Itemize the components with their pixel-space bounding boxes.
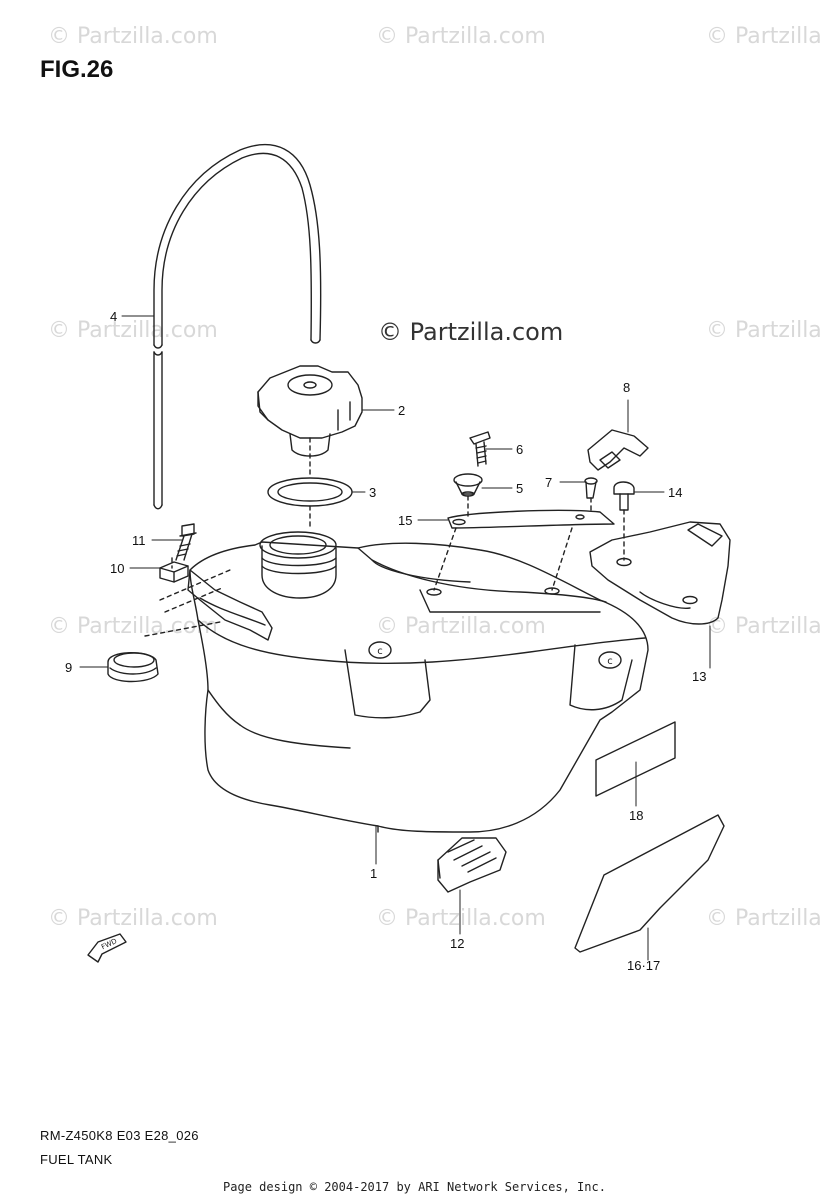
callout-4: 4 <box>110 309 118 324</box>
cushion-9 <box>107 652 159 683</box>
bracket-13 <box>589 521 731 625</box>
callout-7: 7 <box>545 475 553 490</box>
callout-9: 9 <box>65 660 73 675</box>
screw-14 <box>613 481 635 511</box>
callout-5: 5 <box>516 481 524 496</box>
gasket <box>267 477 353 507</box>
breather-hose <box>153 143 322 510</box>
assembly-guide-lines <box>171 437 625 591</box>
watermark: © Partzilla.com <box>48 24 218 49</box>
watermark: © Partzilla.com <box>48 318 218 343</box>
watermark: © Partzilla <box>706 614 822 639</box>
watermark: © Partzilla.com <box>48 614 218 639</box>
watermark: © Partzilla.com <box>376 906 546 931</box>
callout-3: 3 <box>369 485 377 500</box>
fuel-tank <box>187 531 649 833</box>
nut-10 <box>159 561 189 583</box>
grommet-5 <box>453 473 483 497</box>
callout-8: 8 <box>623 380 631 395</box>
watermark: © Partzilla <box>706 24 822 49</box>
bracket-dashes <box>144 569 231 637</box>
callout-12: 12 <box>450 936 465 951</box>
callout-11: 11 <box>132 533 146 548</box>
model-code: RM-Z450K8 E03 E28_026 <box>40 1128 199 1143</box>
footer-copyright: Page design © 2004-2017 by ARI Network S… <box>223 1180 606 1194</box>
svg-text:c: c <box>607 656 613 667</box>
watermark: © Partzilla.com <box>376 24 546 49</box>
protector-12 <box>437 837 507 893</box>
svg-text:c: c <box>377 646 383 657</box>
callout-15: 15 <box>398 513 413 528</box>
callout-2: 2 <box>398 403 406 418</box>
fwd-label: FWD <box>100 937 118 951</box>
decal-16-17 <box>574 814 725 953</box>
bolt-11 <box>175 523 197 561</box>
callout-18: 18 <box>629 808 644 823</box>
fwd-arrow-icon <box>87 933 127 963</box>
fuel-cap <box>257 365 363 457</box>
watermark: © Partzilla <box>706 318 822 343</box>
decal-18 <box>595 721 676 797</box>
callout-1: 1 <box>370 866 378 881</box>
callout-16-17: 16·17 <box>627 958 661 973</box>
callout-10: 10 <box>110 561 125 576</box>
leader-lines <box>79 315 711 961</box>
clip-8 <box>587 429 649 471</box>
tank-strip-15 <box>447 509 615 529</box>
callout-14: 14 <box>668 485 683 500</box>
center-watermark: © Partzilla.com <box>378 318 564 346</box>
callout-13: 13 <box>692 669 707 684</box>
screw-6 <box>469 431 491 467</box>
figure-label: FIG.26 <box>40 56 114 83</box>
diagram-title: FUEL TANK <box>40 1152 113 1167</box>
screw-7 <box>584 477 598 499</box>
callout-6: 6 <box>516 442 524 457</box>
watermark: © Partzilla.com <box>48 906 218 931</box>
watermark: © Partzilla.com <box>376 614 546 639</box>
watermark: © Partzilla <box>706 906 822 931</box>
